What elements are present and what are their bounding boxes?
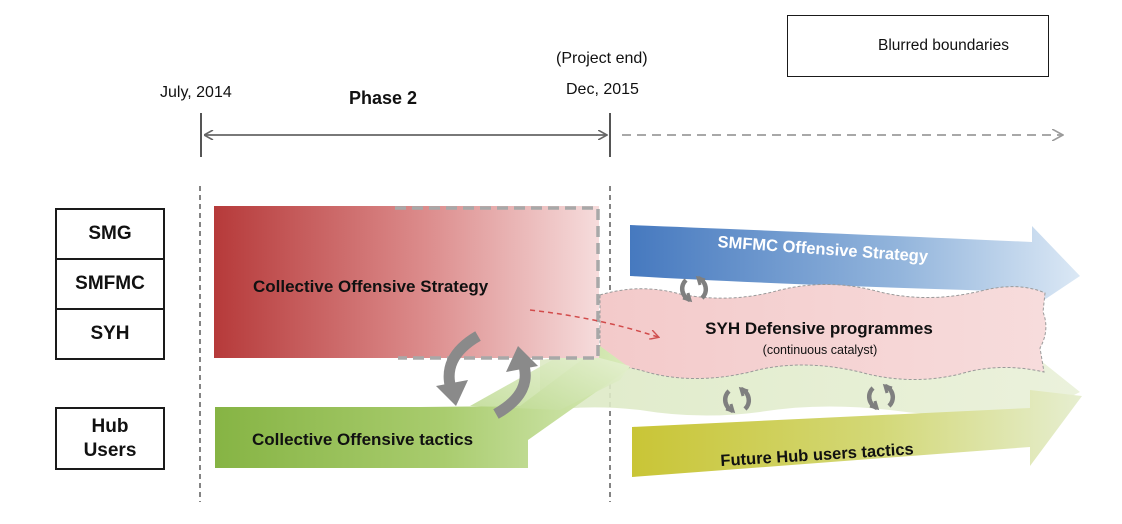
smfmc-strategy-arrow xyxy=(630,225,1080,308)
collective-tactics-arrow xyxy=(215,346,630,468)
cycle-arrows-icon-large xyxy=(436,331,538,419)
syh-programmes-label: SYH Defensive programmes xyxy=(705,319,933,338)
strategy-overlap-outline xyxy=(395,206,600,360)
timeline-start-date: July, 2014 xyxy=(160,84,232,101)
stakeholder-syh: SYH xyxy=(55,308,165,360)
legend-box: Blurred boundaries xyxy=(787,15,1049,77)
tactics-bridge xyxy=(470,350,630,410)
collective-strategy-block xyxy=(214,206,599,358)
strategy-to-defensive-arrow xyxy=(529,309,658,337)
hub-users-line2: Users xyxy=(83,439,137,461)
hub-users-box: Hub Users xyxy=(55,407,165,470)
hub-users-line1: Hub xyxy=(91,415,129,437)
phase-title: Phase 2 xyxy=(349,88,418,108)
legend-label: Blurred boundaries xyxy=(878,37,1009,54)
project-end-label: (Project end) xyxy=(556,50,648,67)
future-hub-users-arrow xyxy=(632,390,1082,477)
collective-tactics-label: Collective Offensive tactics xyxy=(252,430,473,449)
timeline-end-date: Dec, 2015 xyxy=(566,81,639,98)
syh-defensive-band xyxy=(599,283,1047,381)
stakeholder-smfmc: SMFMC xyxy=(55,258,165,310)
syh-catalyst-label: (continuous catalyst) xyxy=(763,343,878,357)
stakeholder-smg: SMG xyxy=(55,208,165,260)
collective-strategy-label: Collective Offensive Strategy xyxy=(253,277,489,296)
